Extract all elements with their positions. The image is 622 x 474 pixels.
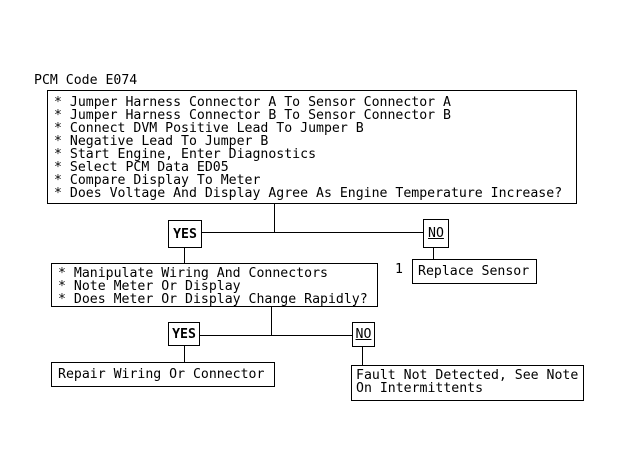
fault-line: Fault Not Detected, See Note — [356, 368, 579, 383]
repair-wiring-label: Repair Wiring Or Connector — [58, 367, 265, 382]
connector-step1-down — [274, 204, 275, 232]
connector-yes1-down — [184, 248, 185, 263]
replace-sensor-ref-number: 1 — [395, 262, 403, 277]
decision2-yes-box: YES — [168, 322, 200, 346]
step1-item: * Negative Lead To Jumper B — [54, 134, 269, 149]
connector-yes2-down — [184, 346, 185, 362]
decision2-no-label: NO — [355, 327, 372, 342]
connector-decision2-horizontal — [200, 335, 352, 336]
decision1-no-box: NO — [423, 219, 449, 248]
step2-item: * Note Meter Or Display — [58, 279, 241, 294]
connector-no1-down — [433, 248, 434, 259]
step1-item: * Jumper Harness Connector A To Sensor C… — [54, 95, 451, 110]
repair-wiring-box: Repair Wiring Or Connector — [51, 362, 275, 387]
decision2-yes-label: YES — [172, 326, 196, 342]
page-title: PCM Code E074 — [34, 73, 138, 88]
step1-instructions-box: * Jumper Harness Connector A To Sensor C… — [47, 90, 577, 204]
step1-item: * Jumper Harness Connector B To Sensor C… — [54, 108, 451, 123]
fault-not-detected-box: Fault Not Detected, See Note On Intermit… — [351, 365, 584, 401]
step1-item: * Compare Display To Meter — [54, 173, 261, 188]
step1-item: * Does Voltage And Display Agree As Engi… — [54, 186, 563, 201]
step2-instructions-box: * Manipulate Wiring And Connectors * Not… — [51, 263, 378, 307]
replace-sensor-label: Replace Sensor — [418, 264, 530, 279]
step1-item: * Connect DVM Positive Lead To Jumper B — [54, 121, 364, 136]
replace-sensor-box: Replace Sensor — [412, 259, 537, 284]
connector-step2-down — [271, 307, 272, 335]
connector-decision1-horizontal — [202, 232, 423, 233]
decision1-yes-box: YES — [168, 220, 202, 248]
decision2-no-box: NO — [352, 322, 375, 347]
step2-item: * Does Meter Or Display Change Rapidly? — [58, 292, 368, 307]
step1-item: * Start Engine, Enter Diagnostics — [54, 147, 317, 162]
decision1-yes-label: YES — [173, 226, 197, 242]
connector-no2-down — [362, 347, 363, 365]
fault-line: On Intermittents — [356, 381, 484, 396]
step1-item: * Select PCM Data ED05 — [54, 160, 229, 175]
decision1-no-label: NO — [428, 226, 444, 241]
step2-item: * Manipulate Wiring And Connectors — [58, 266, 328, 281]
